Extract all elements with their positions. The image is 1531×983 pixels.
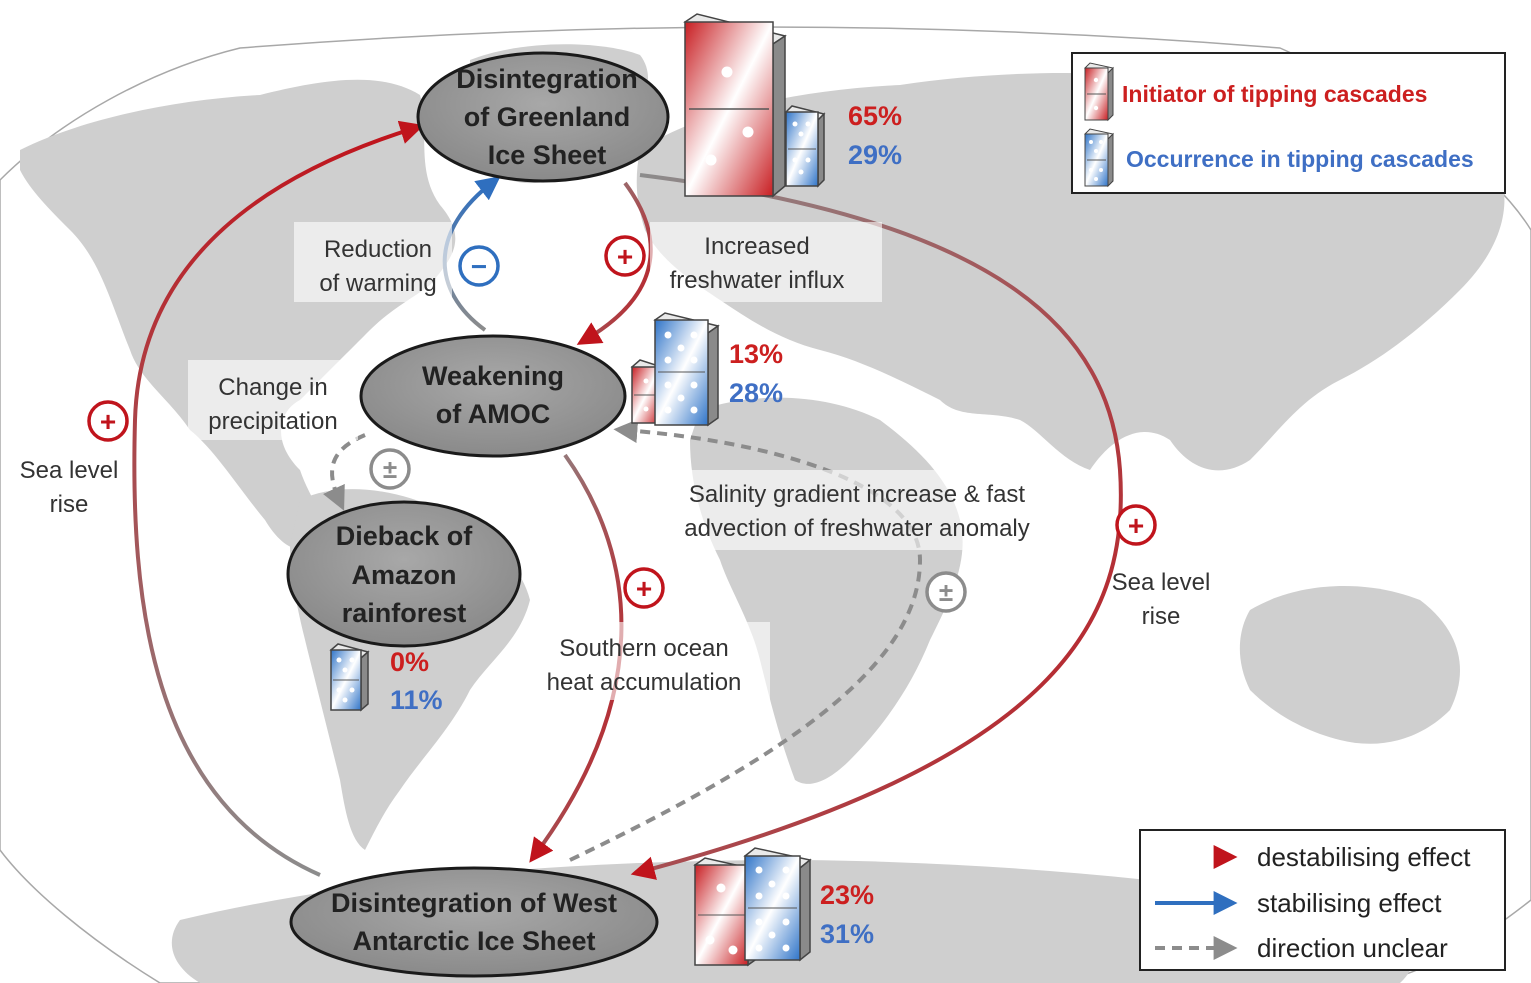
sign-text: ± (383, 454, 397, 484)
node-line: of Greenland (464, 102, 631, 132)
legend-initiator-label: Initiator of tipping cascades (1122, 81, 1427, 107)
label-salinity-gradient: Salinity gradient increase & fast advect… (684, 481, 1030, 542)
label-bg-southern (530, 622, 770, 700)
amoc-initiator-pct: 13% (729, 339, 783, 369)
node-greenland: Disintegration of Greenland Ice Sheet (416, 51, 670, 183)
domino-amoc-occurrence-icon (653, 312, 720, 427)
amazon-occurrence-pct: 11% (390, 685, 443, 715)
wais-occurrence-pct: 31% (820, 919, 874, 949)
node-line: Amazon (351, 560, 456, 590)
sign-text: + (636, 573, 652, 604)
node-line: of AMOC (436, 399, 550, 429)
label-line: Salinity gradient increase & fast (689, 481, 1026, 508)
legend-box (1139, 829, 1506, 971)
domino-amazon-occurrence-icon (329, 643, 370, 712)
sign-plus-sea-right: + (1115, 504, 1157, 546)
node-line: rainforest (342, 598, 467, 628)
sign-text: + (617, 241, 633, 272)
sign-text: − (471, 251, 487, 282)
label-line: of warming (319, 270, 436, 297)
sign-minus-amoc-greenland: − (458, 245, 500, 287)
label-line: Increased (704, 233, 809, 260)
label-sea-level-rise-right: Sea level rise (1112, 569, 1211, 630)
wais-initiator-pct: 23% (820, 880, 874, 910)
legend-arrows: destabilising effect stabilising effect … (1139, 829, 1506, 971)
node-line: Antarctic Ice Sheet (352, 926, 595, 956)
label-change-in-precipitation: Change in precipitation (208, 374, 337, 435)
label-line: Change in (218, 374, 327, 401)
label-bg-reduction (294, 222, 452, 302)
sign-pm-wais-amoc: ± (925, 571, 967, 613)
legend-box (1071, 52, 1506, 194)
legend-unclear-label: direction unclear (1257, 933, 1448, 963)
australia (1239, 586, 1460, 744)
legend-domino: Initiator of tipping cascades Occurrence… (1071, 52, 1506, 194)
legend-stabilising-label: stabilising effect (1257, 888, 1442, 918)
sign-pm-amoc-amazon: ± (369, 448, 411, 490)
connections (132, 120, 1123, 880)
label-line: rise (1142, 603, 1181, 630)
north-america (20, 79, 456, 550)
node-amoc: Weakening of AMOC (359, 334, 627, 458)
label-reduction-of-warming: Reduction of warming (319, 236, 436, 297)
legend-destabilising-label: destabilising effect (1257, 842, 1471, 872)
greenland-occurrence-pct: 29% (848, 140, 902, 170)
label-bg-salinity (645, 470, 1060, 550)
label-freshwater-influx: Increased freshwater influx (670, 233, 845, 294)
arrow-greenland-to-amoc (576, 181, 653, 345)
label-line: freshwater influx (670, 267, 845, 294)
node-line: Disintegration of West (331, 888, 617, 918)
legend-blue-domino-icon (1083, 128, 1115, 188)
greenland-initiator-pct: 65% (848, 101, 902, 131)
sign-plus-greenland-amoc: + (604, 235, 646, 277)
label-line: heat accumulation (547, 669, 742, 696)
sign-text: + (100, 406, 116, 437)
label-line: Sea level (1112, 569, 1211, 596)
label-line: precipitation (208, 408, 337, 435)
domino-greenland-initiator-icon (683, 13, 787, 198)
node-amazon: Dieback of Amazon rainforest (286, 500, 522, 648)
arrow-greenland-to-wais (630, 173, 1123, 880)
label-line: Sea level (20, 457, 119, 484)
label-line: advection of freshwater anomaly (684, 515, 1030, 542)
legend-red-domino-icon (1083, 62, 1115, 122)
node-line: Dieback of (336, 521, 474, 551)
arrow-wais-to-amoc (569, 419, 923, 862)
arrow-wais-to-greenland (132, 120, 425, 877)
domino-wais-occurrence-icon (743, 847, 812, 962)
domino-greenland-occurrence-icon (784, 105, 826, 188)
label-bg-precip (188, 360, 358, 440)
label-bg-freshwater (650, 222, 882, 302)
amazon-initiator-pct: 0% (390, 647, 429, 677)
amoc-occurrence-pct: 28% (729, 378, 783, 408)
legend-occurrence-label: Occurrence in tipping cascades (1126, 146, 1474, 172)
node-line: Disintegration (456, 64, 638, 94)
sign-text: ± (939, 577, 953, 607)
sign-text: + (1128, 510, 1144, 541)
node-line: Ice Sheet (488, 140, 607, 170)
label-line: rise (50, 491, 89, 518)
label-line: Southern ocean (559, 635, 728, 662)
sign-plus-southern: + (623, 567, 665, 609)
arrow-amoc-to-amazon (323, 433, 366, 511)
node-wais: Disintegration of West Antarctic Ice She… (289, 866, 659, 978)
label-line: Reduction (324, 236, 432, 263)
label-sea-level-rise-left: Sea level rise (20, 457, 119, 518)
node-line: Weakening (422, 361, 564, 391)
label-southern-ocean: Southern ocean heat accumulation (547, 635, 742, 696)
sign-plus-sea-left: + (87, 400, 129, 442)
